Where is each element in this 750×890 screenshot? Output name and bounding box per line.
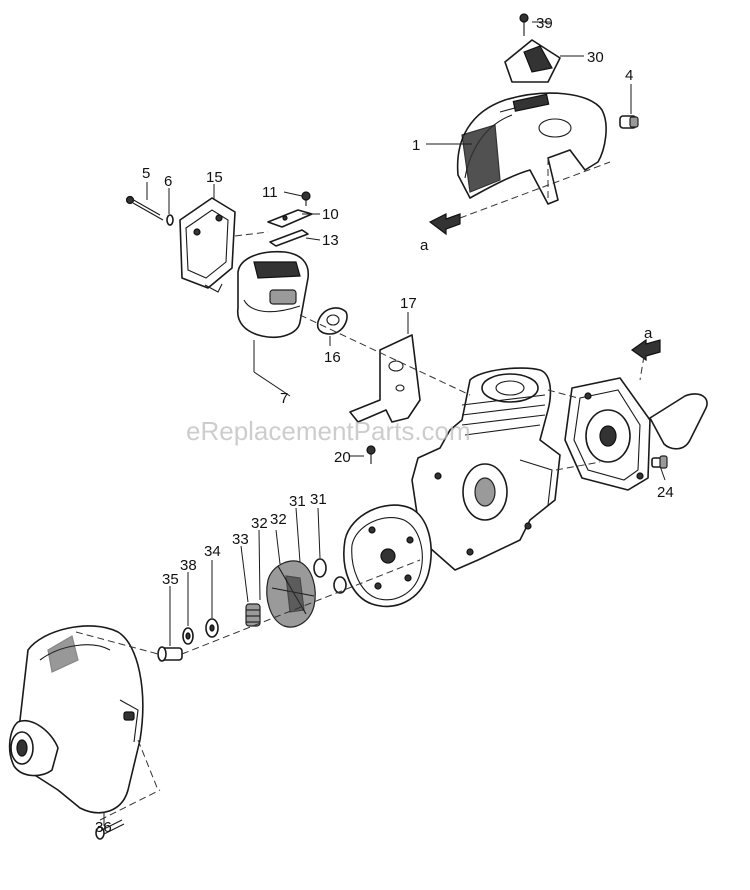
cover-top-piece-part-30 — [504, 39, 561, 83]
screw-part-20 — [366, 445, 376, 464]
label-part-32-a: 32 — [251, 515, 268, 532]
label-part-31-b: 31 — [310, 491, 327, 508]
label-part-20: 20 — [334, 449, 351, 466]
label-part-5: 5 — [142, 165, 150, 182]
label-part-30: 30 — [587, 49, 604, 66]
leader-lines — [103, 21, 666, 826]
washer-part-38 — [182, 627, 194, 645]
gasket-part-13 — [269, 229, 309, 247]
plate-part-10 — [267, 209, 313, 228]
screw-part-11 — [301, 191, 311, 206]
part-labels: 39 30 4 1 a 5 6 15 11 10 13 17 16 7 a 20… — [95, 15, 674, 836]
label-part-16: 16 — [324, 349, 341, 366]
label-part-31-a: 31 — [289, 493, 306, 510]
label-part-10: 10 — [322, 206, 339, 223]
label-part-36: 36 — [95, 819, 112, 836]
label-part-35: 35 — [162, 571, 179, 588]
washer-part-31a — [313, 558, 327, 578]
label-part-33: 33 — [232, 531, 249, 548]
label-part-39: 39 — [536, 15, 553, 32]
reference-arrow-a-top — [428, 213, 461, 236]
reference-arrow-a-right — [630, 338, 661, 362]
heat-shield-part-17 — [349, 334, 421, 423]
bolt-part-4 — [619, 115, 639, 129]
label-part-15: 15 — [206, 169, 223, 186]
bolt-part-35 — [157, 646, 183, 662]
label-part-24: 24 — [657, 484, 674, 501]
label-part-17: 17 — [400, 295, 417, 312]
label-part-38: 38 — [180, 557, 197, 574]
muffler-cover-part-15 — [179, 197, 236, 293]
label-part-1: 1 — [412, 137, 420, 154]
washer-part-31b — [333, 576, 347, 594]
washer-part-6 — [166, 214, 174, 226]
label-part-11: 11 — [262, 184, 278, 201]
muffler-gasket-part-16 — [316, 307, 348, 335]
label-ref-a-right: a — [644, 325, 653, 342]
clutch-housing — [8, 625, 144, 814]
label-part-4: 4 — [625, 67, 633, 84]
alignment-lines — [75, 158, 645, 821]
clutch-spring-part-33 — [245, 603, 261, 627]
washer-part-34 — [205, 618, 219, 638]
muffler-part-7 — [236, 250, 310, 338]
label-part-6: 6 — [164, 173, 172, 190]
label-part-32-b: 32 — [270, 511, 287, 528]
bolt-part-36 — [95, 819, 125, 840]
screw-part-39 — [519, 13, 529, 36]
bolt-part-24 — [651, 455, 668, 469]
label-part-13: 13 — [322, 232, 339, 249]
recoil-starter-assembly — [564, 377, 708, 491]
label-part-34: 34 — [204, 543, 221, 560]
watermark-text: eReplacementParts.com — [186, 416, 471, 446]
flywheel — [343, 504, 432, 608]
label-part-7: 7 — [280, 390, 288, 407]
label-ref-a-top: a — [420, 237, 429, 254]
screw-part-5 — [125, 195, 164, 221]
clutch-shoe-part-32 — [266, 560, 316, 628]
engine-cylinder-crankcase — [411, 367, 561, 571]
top-cover-part-1 — [456, 92, 607, 205]
